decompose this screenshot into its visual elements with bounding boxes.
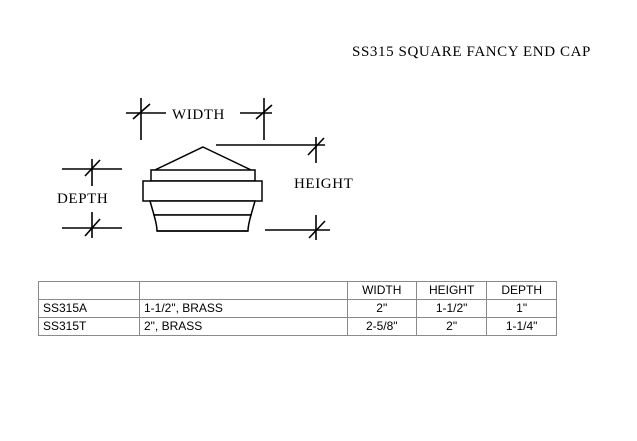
cell-description: 1-1/2", BRASS — [138, 299, 348, 318]
width-left-tick — [132, 103, 151, 120]
cell-width: 2-5/8" — [346, 317, 417, 336]
header-code — [38, 281, 140, 300]
page-title: SS315 SQUARE FANCY END CAP — [352, 44, 591, 60]
cell-height: 1-1/2" — [415, 299, 488, 318]
height-top-tick — [307, 137, 325, 156]
table-row: SS315A 1-1/2", BRASS 2" 1-1/2" 1" — [38, 299, 557, 318]
specification-table: WIDTH HEIGHT DEPTH SS315A 1-1/2", BRASS … — [38, 281, 557, 336]
cell-depth: 1-1/4" — [486, 317, 557, 336]
cell-code: SS315A — [38, 299, 140, 318]
width-right-tick — [255, 104, 273, 120]
cell-description: 2", BRASS — [138, 317, 348, 336]
table-row: SS315T 2", BRASS 2-5/8" 2" 1-1/4" — [38, 317, 557, 336]
cell-height: 2" — [415, 317, 488, 336]
cap-wide-band — [142, 180, 263, 202]
cap-tapered-step — [149, 200, 256, 216]
header-height: HEIGHT — [415, 281, 488, 300]
depth-dimension: DEPTH — [57, 159, 122, 238]
cell-depth: 1" — [486, 299, 557, 318]
header-width: WIDTH — [346, 281, 417, 300]
end-cap-technical-drawing: WIDTH DEPTH — [57, 98, 353, 240]
cap-base-flare — [153, 214, 252, 232]
depth-dimension-label: DEPTH — [57, 191, 108, 207]
cap-upper-band — [150, 169, 256, 182]
height-dimension-label: HEIGHT — [294, 176, 353, 192]
height-dimension: HEIGHT — [216, 137, 353, 240]
depth-top-tick — [84, 159, 101, 177]
cell-code: SS315T — [38, 317, 140, 336]
end-cap-profile — [142, 146, 263, 232]
depth-bottom-tick — [84, 218, 101, 237]
table-header-row: WIDTH HEIGHT DEPTH — [38, 281, 557, 300]
height-bottom-tick — [308, 220, 326, 239]
cell-width: 2" — [346, 299, 417, 318]
header-depth: DEPTH — [486, 281, 557, 300]
width-dimension-label: WIDTH — [172, 107, 225, 123]
cap-pyramid-roof — [154, 146, 252, 174]
header-description — [138, 281, 348, 300]
width-dimension: WIDTH — [126, 98, 273, 140]
